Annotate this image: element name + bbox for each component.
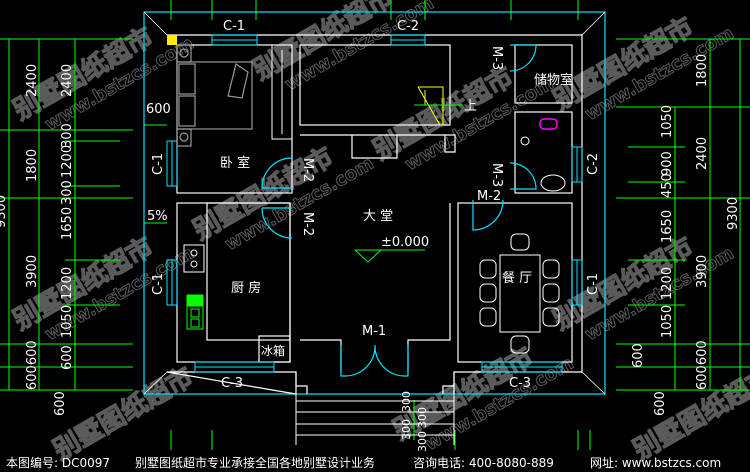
dimension-text: 300 — [416, 407, 429, 428]
dimension-text: 300 — [60, 123, 75, 148]
room-label-storage: 储物室 — [534, 72, 573, 88]
dimension-text: 300 — [400, 391, 413, 412]
slope-label: 5% — [147, 209, 168, 224]
window-label: C-1 — [586, 273, 601, 295]
door-label: M-3 — [489, 46, 504, 70]
dimension-text: 600 — [60, 345, 75, 370]
door-label: M-2 — [300, 212, 315, 236]
dimension-text: 9300 — [0, 195, 9, 228]
toilet-icon — [520, 136, 566, 192]
window-label: C-1 — [151, 153, 166, 175]
room-label-dining: 餐 厅 — [502, 270, 532, 286]
sink — [186, 294, 204, 330]
room-label-hall: 大 堂 — [363, 209, 393, 224]
window-label: C-2 — [586, 153, 601, 175]
dimension-text: 1050 — [660, 305, 675, 338]
dimension-text: 300 — [400, 419, 413, 440]
bathtub-icon — [539, 118, 558, 130]
level-label: ±0.000 — [381, 235, 429, 250]
doors — [261, 44, 537, 377]
footer-bar: 本图编号: DC0097 别墅图纸超市专业承接全国各地别墅设计业务 咨询电话: … — [0, 452, 750, 472]
dimension-text: 300 — [60, 180, 75, 205]
window-label: C-1 — [223, 19, 245, 34]
eave-dimension: 600 — [146, 102, 171, 117]
slogan: 别墅图纸超市专业承接全国各地别墅设计业务 — [135, 456, 376, 470]
dimension-text: 600 — [53, 391, 68, 416]
watermark: 别墅图纸超市 — [627, 361, 750, 466]
dimension-text: 1200 — [60, 267, 75, 300]
bed — [176, 44, 253, 147]
dimension-text: 1800 — [695, 54, 710, 87]
dimension-text: 9300 — [726, 197, 741, 230]
room-label-bedroom: 卧 室 — [220, 155, 250, 171]
dimension-text: 1200 — [660, 267, 675, 300]
window-label: C-3 — [221, 376, 243, 391]
roof-hips — [143, 11, 606, 395]
stair-up-label: 上 — [464, 99, 477, 114]
dimension-text: 3900 — [695, 255, 710, 288]
dimension-text: 2400 — [60, 64, 75, 97]
dimension-text: 1650 — [60, 207, 75, 240]
dimension-text: 1800 — [25, 149, 40, 182]
window-label: C-1 — [151, 273, 166, 295]
door-label: M-2 — [300, 158, 315, 182]
phone: 咨询电话: 400-8080-889 — [413, 456, 554, 470]
fridge-label: 冰箱 — [261, 343, 285, 358]
door-label: M-3 — [489, 163, 504, 187]
dimension-text: 2400 — [25, 64, 40, 97]
dimension-text: 3900 — [25, 255, 40, 288]
windows — [166, 34, 583, 373]
dimension-text: 300 — [416, 431, 429, 452]
dimension-text: 1050 — [60, 305, 75, 338]
dimension-lines — [0, 0, 750, 450]
dimension-text: 1200 — [60, 145, 75, 178]
dining-table-set — [479, 233, 560, 354]
level-marker — [354, 249, 425, 263]
roof-outline — [143, 11, 606, 395]
dimension-text: 600600 — [695, 340, 710, 390]
dimension-text: 450 — [660, 173, 675, 198]
dimension-text: 1050 — [660, 105, 675, 138]
stove — [183, 244, 205, 273]
door-label: M-2 — [477, 189, 501, 204]
window-label: C-2 — [397, 19, 419, 34]
door-label: M-1 — [362, 324, 386, 339]
dimension-text: 600 — [653, 391, 668, 416]
stair-arrow — [417, 86, 444, 126]
drawing-number: 本图编号: DC0097 — [6, 456, 111, 470]
dimension-text: 900 — [660, 151, 675, 176]
room-label-kitchen: 厨 房 — [231, 280, 261, 296]
dimension-text: 600600 — [25, 340, 40, 390]
entry-steps — [295, 394, 455, 445]
window-label: C-3 — [509, 376, 531, 391]
watermark: 别墅图纸超市 — [47, 361, 198, 466]
dimension-text: 2400 — [695, 137, 710, 170]
dimension-text: 600 — [631, 343, 646, 368]
website-link[interactable]: 网址: www.bstzcs.com — [590, 456, 722, 470]
column-marker — [167, 35, 177, 45]
wardrobe — [271, 44, 293, 140]
dimension-text: 1650 — [660, 210, 675, 243]
